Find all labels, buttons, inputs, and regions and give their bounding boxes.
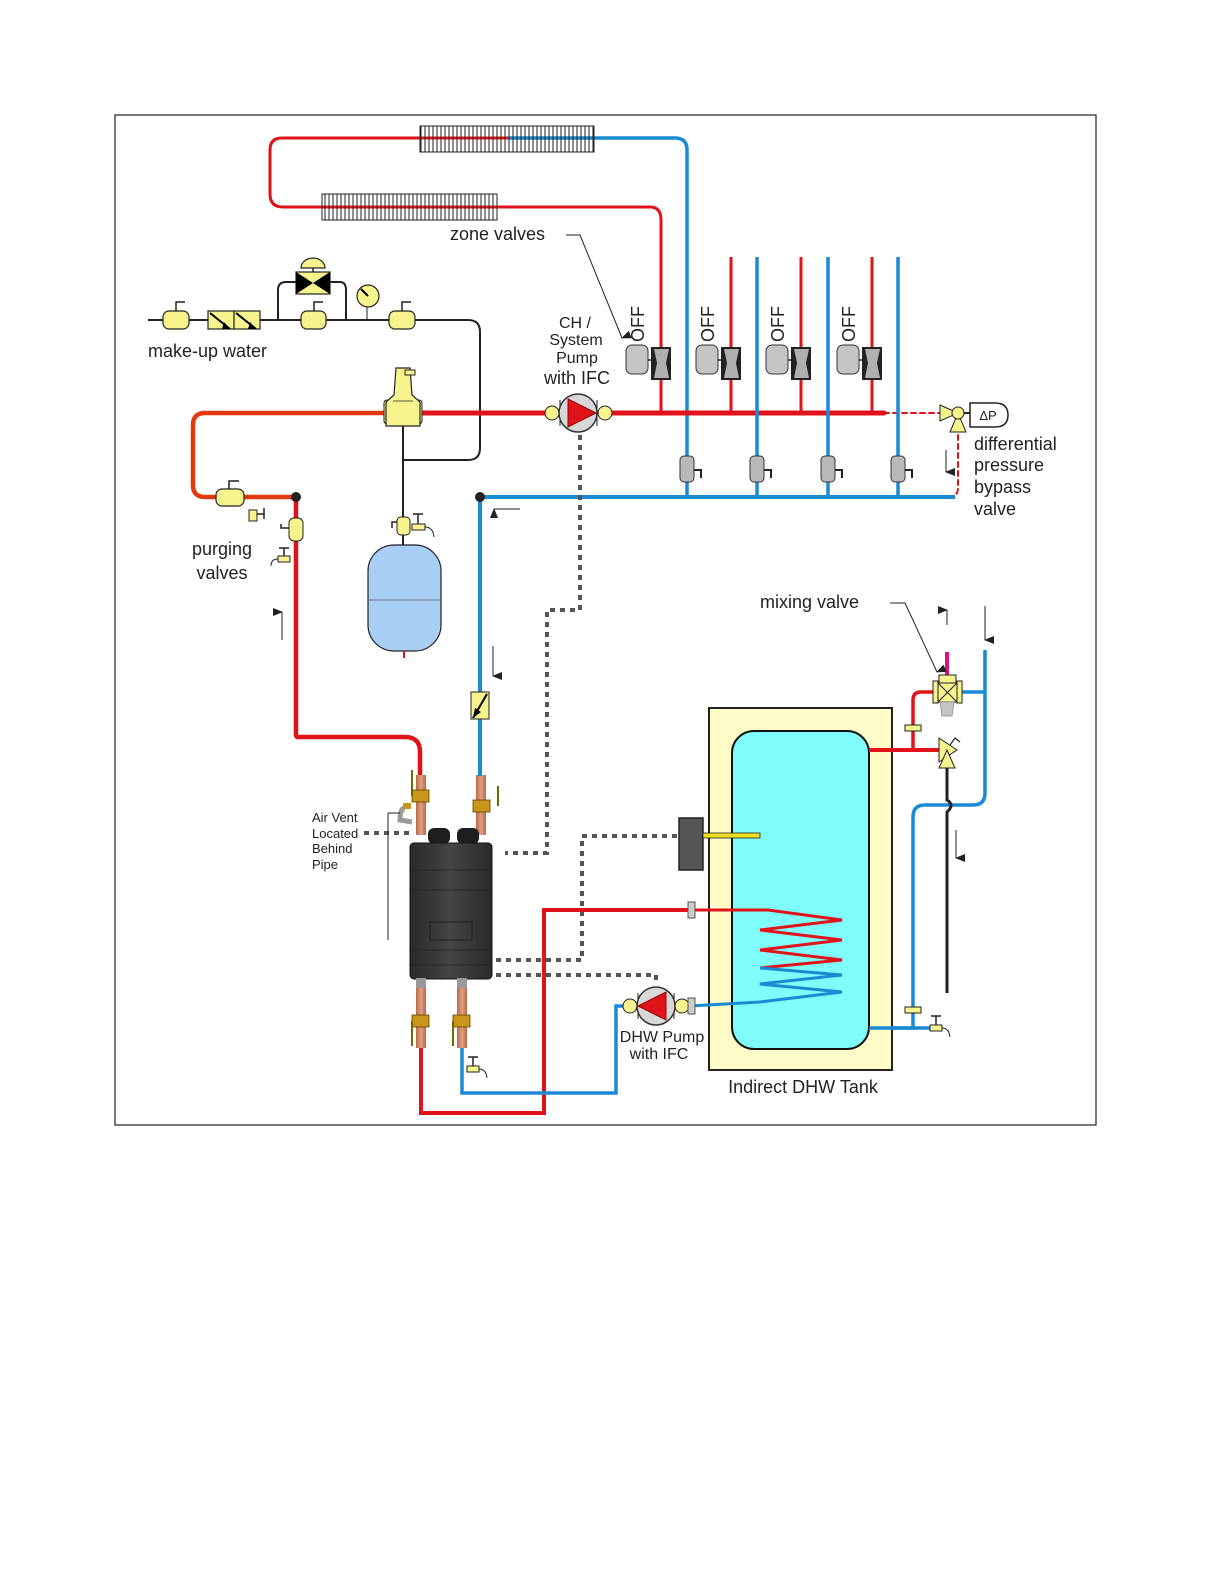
ch-pump-label: CH / System Pump with IFC <box>543 315 610 388</box>
pressure-gauge <box>357 285 379 307</box>
svg-text:Behind: Behind <box>312 841 352 856</box>
svg-text:pressure: pressure <box>974 455 1044 475</box>
zone-valve: OFF <box>766 306 811 380</box>
baseboard-upper <box>420 126 594 152</box>
air-vent <box>400 803 412 822</box>
svg-text:valves: valves <box>196 563 247 583</box>
zone-return-isolation-valve <box>891 456 912 482</box>
boiler <box>410 828 492 988</box>
zone-valve-state: OFF <box>628 306 648 342</box>
dhw-pump <box>623 987 689 1025</box>
dhw-tank-label: Indirect DHW Tank <box>728 1077 879 1097</box>
svg-text:Air Vent: Air Vent <box>312 810 358 825</box>
zone-valve-state: OFF <box>839 306 859 342</box>
backflow-preventer <box>208 311 260 329</box>
zone-return-isolation-valve <box>750 456 771 482</box>
zone-valve: OFF <box>626 306 671 380</box>
makeup-shutoff-valve-3 <box>389 302 415 329</box>
pressure-reducing-valve <box>296 258 330 294</box>
svg-text:differential: differential <box>974 434 1057 454</box>
mixing-valve-label: mixing valve <box>760 592 859 612</box>
zone-return-isolation-valve <box>680 456 701 482</box>
svg-text:Located: Located <box>312 826 358 841</box>
air-separator <box>384 368 422 426</box>
svg-text:with IFC: with IFC <box>629 1046 689 1063</box>
svg-text:Pipe: Pipe <box>312 857 338 872</box>
tee-junction-return <box>475 492 485 502</box>
dpbv-label: differential pressure bypass valve <box>974 434 1057 519</box>
temperature-relief-valve <box>939 738 960 768</box>
svg-text:purging: purging <box>192 539 252 559</box>
svg-text:ΔP: ΔP <box>979 408 996 423</box>
svg-text:CH /: CH / <box>559 315 592 332</box>
zone-valve: OFF <box>837 306 882 380</box>
check-valve <box>471 692 489 719</box>
indirect-dhw-tank <box>709 708 892 1070</box>
zone-loop-piping <box>270 138 687 497</box>
zone-valve-state: OFF <box>698 306 718 342</box>
diagram-frame <box>115 115 1096 1125</box>
zone-valve: OFF <box>696 306 741 380</box>
makeup-shutoff-valve-2 <box>301 302 326 329</box>
ch-system-pump <box>545 394 612 432</box>
zone-valve-state: OFF <box>768 306 788 342</box>
svg-text:with IFC: with IFC <box>543 368 610 388</box>
svg-text:valve: valve <box>974 499 1016 519</box>
mixing-valve <box>933 675 962 716</box>
svg-text:bypass: bypass <box>974 477 1031 497</box>
svg-text:Pump: Pump <box>556 350 598 367</box>
tank-drain-valve <box>930 1016 950 1037</box>
zone-return-isolation-valve <box>821 456 842 482</box>
dhw-pump-label: DHW Pump with IFC <box>620 1029 705 1063</box>
svg-text:System: System <box>549 332 602 349</box>
expansion-tank <box>368 514 441 658</box>
zone-valves-label: zone valves <box>450 224 545 244</box>
air-vent-label: Air Vent Located Behind Pipe <box>312 810 358 872</box>
differential-pressure-bypass-valve: ΔP <box>940 403 1008 432</box>
boiler-drain-valve <box>467 1057 487 1078</box>
svg-text:DHW Pump: DHW Pump <box>620 1029 705 1046</box>
mixing-valve-leader <box>890 603 937 672</box>
baseboard-lower <box>322 194 497 220</box>
makeup-shutoff-valve-1 <box>163 302 189 329</box>
makeup-water-label: make-up water <box>148 341 267 361</box>
purging-valves-label: purging valves <box>192 539 252 583</box>
